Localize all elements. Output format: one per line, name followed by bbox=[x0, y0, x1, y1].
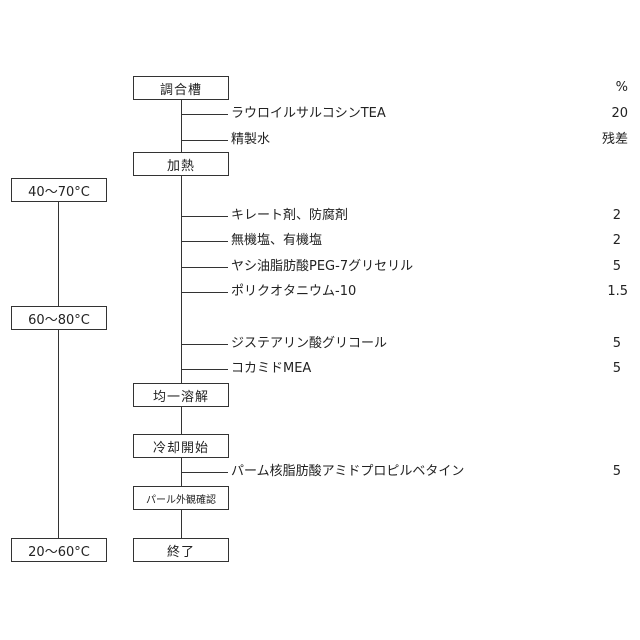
ingredient-amount: 1.5 bbox=[568, 284, 628, 300]
ingredient-amount: 5 bbox=[561, 464, 621, 480]
ingredient-name: ヤシ油脂肪酸PEG-7グリセリル bbox=[231, 259, 413, 275]
ingredient-name: ジステアリン酸グリコール bbox=[231, 336, 387, 352]
temperature-range-3: 20〜60°C bbox=[11, 538, 107, 562]
ingredient-name: ラウロイルサルコシンTEA bbox=[231, 106, 386, 122]
percent-header: % bbox=[568, 80, 628, 96]
branch-line bbox=[181, 114, 228, 115]
branch-line bbox=[181, 292, 228, 293]
ingredient-name: パーム核脂肪酸アミドプロピルベタイン bbox=[231, 464, 464, 480]
branch-line bbox=[181, 369, 228, 370]
temperature-range-2: 60〜80°C bbox=[11, 306, 107, 330]
ingredient-amount: 2 bbox=[561, 208, 621, 224]
ingredient-amount: 5 bbox=[561, 361, 621, 377]
ingredient-name: ポリクオタニウム-10 bbox=[231, 284, 356, 300]
step-pearl-check: パール外観確認 bbox=[133, 486, 229, 510]
ingredient-amount: 5 bbox=[561, 259, 621, 275]
ingredient-name: キレート剤、防腐剤 bbox=[231, 208, 348, 224]
branch-line bbox=[181, 241, 228, 242]
ingredient-amount: 2 bbox=[561, 233, 621, 249]
ingredient-amount: 5 bbox=[561, 336, 621, 352]
step-mixing-tank: 調合槽 bbox=[133, 76, 229, 100]
step-heating: 加熱 bbox=[133, 152, 229, 176]
branch-line bbox=[181, 216, 228, 217]
step-start-cooling: 冷却開始 bbox=[133, 434, 229, 458]
ingredient-name: 無機塩、有機塩 bbox=[231, 233, 322, 249]
step-end: 終了 bbox=[133, 538, 229, 562]
temperature-range-1: 40〜70°C bbox=[11, 178, 107, 202]
step-homogeneous-dissolve: 均一溶解 bbox=[133, 383, 229, 407]
ingredient-name: コカミドMEA bbox=[231, 361, 311, 377]
branch-line bbox=[181, 472, 228, 473]
branch-line bbox=[181, 267, 228, 268]
temperature-flow-line bbox=[58, 190, 59, 550]
branch-line bbox=[181, 140, 228, 141]
branch-line bbox=[181, 344, 228, 345]
ingredient-name: 精製水 bbox=[231, 132, 270, 148]
ingredient-amount: 20 bbox=[568, 106, 628, 122]
ingredient-amount: 残差 bbox=[568, 132, 628, 148]
